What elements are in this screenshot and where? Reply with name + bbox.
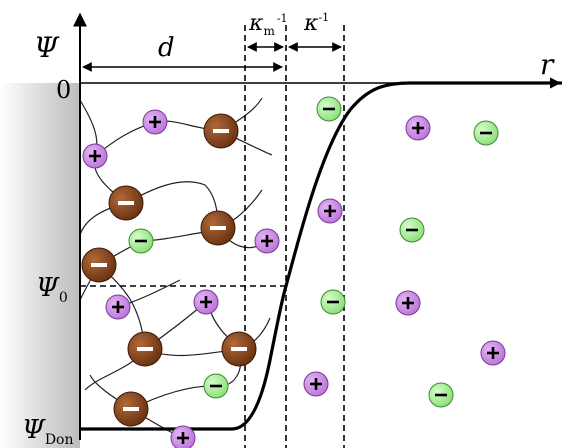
plus-sign-vertical: [416, 122, 420, 134]
fixed-negative-charge: [200, 210, 236, 246]
minus-sign: [327, 300, 339, 304]
kappa-m-label: κm-1: [248, 11, 288, 38]
negative-ion: [316, 96, 342, 122]
ion-layer: [81, 96, 506, 448]
positive-ion: [317, 198, 343, 224]
plus-sign-vertical: [116, 301, 120, 313]
plus-sign-vertical: [204, 296, 208, 308]
fixed-negative-charge: [108, 185, 144, 221]
psi-don-label: ΨDon: [22, 415, 73, 448]
plus-sign-vertical: [153, 116, 157, 128]
positive-ion: [105, 294, 131, 320]
reference-lines: [80, 25, 345, 448]
kappa-label: κ-1: [303, 11, 329, 36]
kappa-superscript: -1: [318, 11, 329, 24]
plus-sign-vertical: [406, 297, 410, 309]
d-label: d: [158, 33, 175, 63]
minus-sign: [210, 226, 226, 230]
minus-sign: [406, 228, 418, 232]
minus-sign: [480, 131, 492, 135]
minus-sign: [210, 384, 222, 388]
psi-don-symbol: Ψ: [22, 415, 46, 445]
psi-0-subscript: 0: [59, 290, 68, 306]
positive-ion: [193, 289, 219, 315]
minus-sign: [137, 347, 153, 351]
psi-0-label: Ψ0: [36, 273, 68, 306]
negative-ion: [203, 373, 229, 399]
kappa-m-subscript: m: [263, 24, 275, 38]
minus-sign: [135, 239, 147, 243]
psi-0-symbol: Ψ: [36, 273, 60, 303]
minus-sign: [323, 107, 335, 111]
zero-label: 0: [56, 76, 71, 104]
positive-ion: [82, 143, 108, 169]
substrate-wall: [0, 83, 80, 448]
fixed-negative-charge: [81, 247, 117, 283]
minus-sign: [435, 393, 447, 397]
negative-ion: [473, 120, 499, 146]
minus-sign: [91, 263, 107, 267]
positive-ion: [170, 425, 196, 448]
plus-sign-vertical: [314, 378, 318, 390]
psi-don-subscript: Don: [45, 432, 74, 448]
fixed-negative-charge: [221, 331, 257, 367]
positive-ion: [405, 115, 431, 141]
minus-sign: [123, 407, 139, 411]
positive-ion: [142, 109, 168, 135]
negative-ion: [399, 217, 425, 243]
minus-sign: [118, 201, 134, 205]
positive-ion: [254, 228, 280, 254]
potential-profile-curve: [80, 81, 562, 431]
fixed-negative-charge: [127, 331, 163, 367]
kappa-m-symbol: κ: [248, 11, 264, 36]
positive-ion: [303, 371, 329, 397]
fixed-negative-charge: [113, 391, 149, 427]
negative-ion: [428, 382, 454, 408]
plus-sign-vertical: [181, 432, 185, 444]
minus-sign: [231, 347, 247, 351]
minus-sign: [213, 129, 229, 133]
plus-sign-vertical: [265, 235, 269, 247]
positive-ion: [480, 340, 506, 366]
plus-sign-vertical: [93, 150, 97, 162]
negative-ion: [128, 228, 154, 254]
kappa-m-superscript: -1: [277, 12, 288, 25]
kappa-symbol: κ: [303, 11, 319, 36]
negative-ion: [320, 289, 346, 315]
plus-sign-vertical: [491, 347, 495, 359]
positive-ion: [395, 290, 421, 316]
plus-sign-vertical: [328, 205, 332, 217]
r-axis-label: r: [540, 48, 555, 81]
psi-axis-label: Ψ: [34, 31, 60, 64]
fixed-negative-charge: [203, 113, 239, 149]
